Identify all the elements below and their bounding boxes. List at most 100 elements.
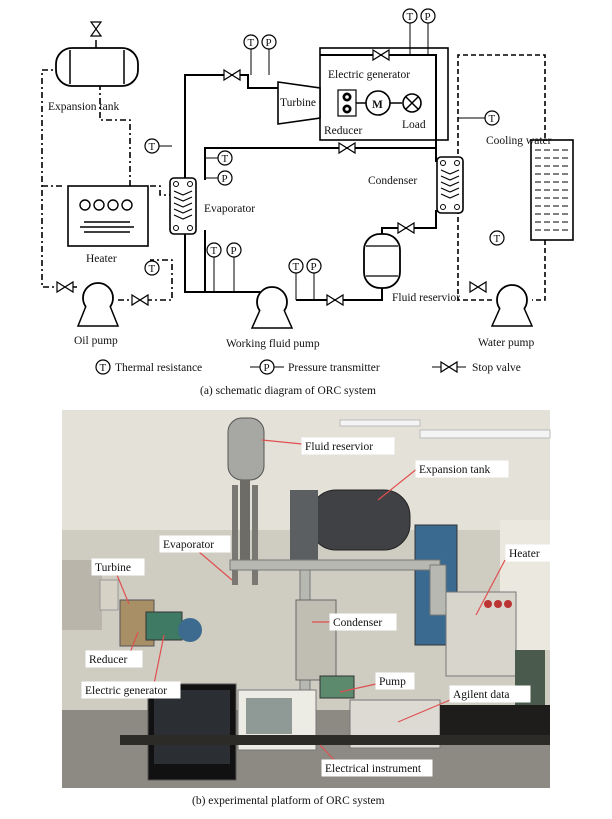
legend-thermal-resistance: T Thermal resistance: [95, 359, 202, 375]
schematic: Expansion tank Heater Oil pump Evaporato…: [41, 8, 574, 397]
expansion-tank: Expansion tank: [48, 21, 139, 113]
pipe-evaporator-bottom: [184, 230, 205, 293]
svg-text:Condenser: Condenser: [333, 617, 382, 629]
fluid-reservoir: Fluid reservior: [363, 233, 460, 304]
legend: T Thermal resistance P Pressure transmit…: [95, 359, 521, 375]
caption-b: (b) experimental platform of ORC system: [192, 795, 385, 807]
valve-turbine-in: [223, 69, 241, 81]
svg-text:P: P: [222, 173, 228, 185]
svg-text:T: T: [248, 37, 255, 49]
svg-text:T: T: [222, 153, 229, 165]
svg-text:P: P: [266, 37, 272, 49]
svg-text:Reducer: Reducer: [89, 654, 127, 666]
fluid-reservoir-label: Fluid reservior: [392, 292, 460, 304]
svg-text:P: P: [231, 245, 237, 257]
water-pump-label: Water pump: [478, 337, 534, 349]
condenser: [436, 156, 464, 214]
svg-text:T: T: [211, 245, 218, 257]
oil-valve-1: [56, 281, 74, 293]
svg-text:Electric generator: Electric generator: [85, 685, 167, 697]
svg-text:Stop valve: Stop valve: [472, 362, 521, 374]
svg-text:Fluid reservior: Fluid reservior: [305, 441, 373, 453]
svg-text:P: P: [264, 362, 270, 374]
photo-label-reducer: Reducer: [85, 650, 143, 668]
svg-text:T: T: [494, 233, 501, 245]
photo-label-heater: Heater: [505, 544, 553, 562]
svg-text:Evaporator: Evaporator: [163, 539, 214, 551]
reducer-label: Reducer: [324, 125, 362, 137]
generator-motor: M: [365, 90, 391, 116]
sensor-tp-pump: T P: [206, 242, 242, 292]
svg-text:M: M: [372, 99, 383, 111]
photo-label-fluid-reservoir: Fluid reservior: [301, 437, 395, 455]
svg-text:P: P: [311, 261, 317, 273]
pipe-oil-loop: [41, 69, 173, 301]
svg-text:T: T: [407, 11, 414, 23]
cooling-water-label: Cooling water: [486, 135, 552, 147]
photo-label-electric-generator: Electric generator: [81, 681, 181, 699]
photo-label-expansion-tank: Expansion tank: [415, 460, 509, 478]
svg-text:T: T: [100, 362, 107, 374]
evaporator-label: Evaporator: [204, 203, 255, 215]
evaporator: [169, 177, 197, 235]
heater: Heater: [67, 185, 149, 265]
valve-pump-out: [326, 294, 344, 306]
photo-label-condenser: Condenser: [329, 613, 397, 631]
pipe-reservoir-to-pump: [296, 287, 383, 301]
svg-text:Thermal resistance: Thermal resistance: [115, 362, 202, 374]
load: Load: [402, 93, 426, 131]
sensor-t-3: T: [144, 260, 160, 276]
pipe-pump-to-evaporator: [204, 230, 260, 293]
sensor-p-1: P: [205, 170, 233, 186]
svg-text:Agilent data: Agilent data: [453, 689, 510, 701]
valve-water: [469, 281, 487, 293]
cooling-water: Cooling water: [486, 135, 574, 241]
photo-label-electrical-instrument: Electrical instrument: [321, 759, 433, 777]
sensor-tp-turbine-out: T P: [402, 8, 436, 55]
valve-turbine-out: [372, 49, 390, 61]
legend-stop-valve: Stop valve: [432, 361, 521, 374]
working-fluid-pump-label: Working fluid pump: [226, 338, 320, 350]
working-fluid-pump: Working fluid pump: [226, 286, 320, 350]
sensor-tp-turbine-in: T P: [243, 34, 277, 75]
svg-text:Electrical instrument: Electrical instrument: [325, 763, 422, 775]
valve-bypass: [338, 142, 356, 154]
caption-a: (a) schematic diagram of ORC system: [200, 385, 376, 397]
sensor-t-cooling-2: T: [489, 230, 505, 246]
svg-text:Pump: Pump: [379, 676, 406, 688]
photo-label-pump: Pump: [375, 672, 415, 690]
expansion-tank-label: Expansion tank: [48, 101, 119, 113]
pipe-cooling-loop: [449, 54, 546, 301]
svg-text:Turbine: Turbine: [95, 562, 131, 574]
electric-generator-label: Electric generator: [328, 69, 410, 81]
svg-text:P: P: [425, 11, 431, 23]
oil-pump-label: Oil pump: [74, 335, 118, 347]
valve-condenser-out: [397, 222, 415, 234]
sensor-t-2: T: [205, 150, 233, 166]
photo-label-turbine: Turbine: [91, 558, 145, 576]
svg-text:Heater: Heater: [509, 548, 540, 560]
photo-panel: Fluid reservior Expansion tank Evaporato…: [62, 410, 553, 807]
load-label: Load: [402, 119, 426, 131]
svg-text:Expansion tank: Expansion tank: [419, 464, 490, 476]
legend-pressure-transmitter: P Pressure transmitter: [250, 359, 380, 375]
reducer: Reducer: [324, 89, 362, 137]
svg-text:T: T: [149, 263, 156, 275]
svg-text:Pressure transmitter: Pressure transmitter: [288, 362, 380, 374]
turbine: Turbine: [277, 81, 321, 125]
oil-pump: Oil pump: [74, 282, 120, 347]
turbine-label: Turbine: [280, 97, 316, 109]
pipe-evaporator-to-turbine: [184, 74, 278, 180]
photo-label-evaporator: Evaporator: [159, 535, 231, 553]
heater-label: Heater: [86, 253, 117, 265]
svg-text:T: T: [293, 261, 300, 273]
svg-text:T: T: [489, 113, 496, 125]
sensor-tp-pump-out: T P: [288, 258, 322, 300]
water-pump: Water pump: [478, 284, 534, 349]
sensor-t-cooling: T: [458, 110, 500, 126]
oil-valve-2: [131, 294, 149, 306]
photo-label-agilent-data: Agilent data: [449, 685, 531, 703]
svg-text:T: T: [149, 141, 156, 153]
condenser-label: Condenser: [368, 175, 417, 187]
